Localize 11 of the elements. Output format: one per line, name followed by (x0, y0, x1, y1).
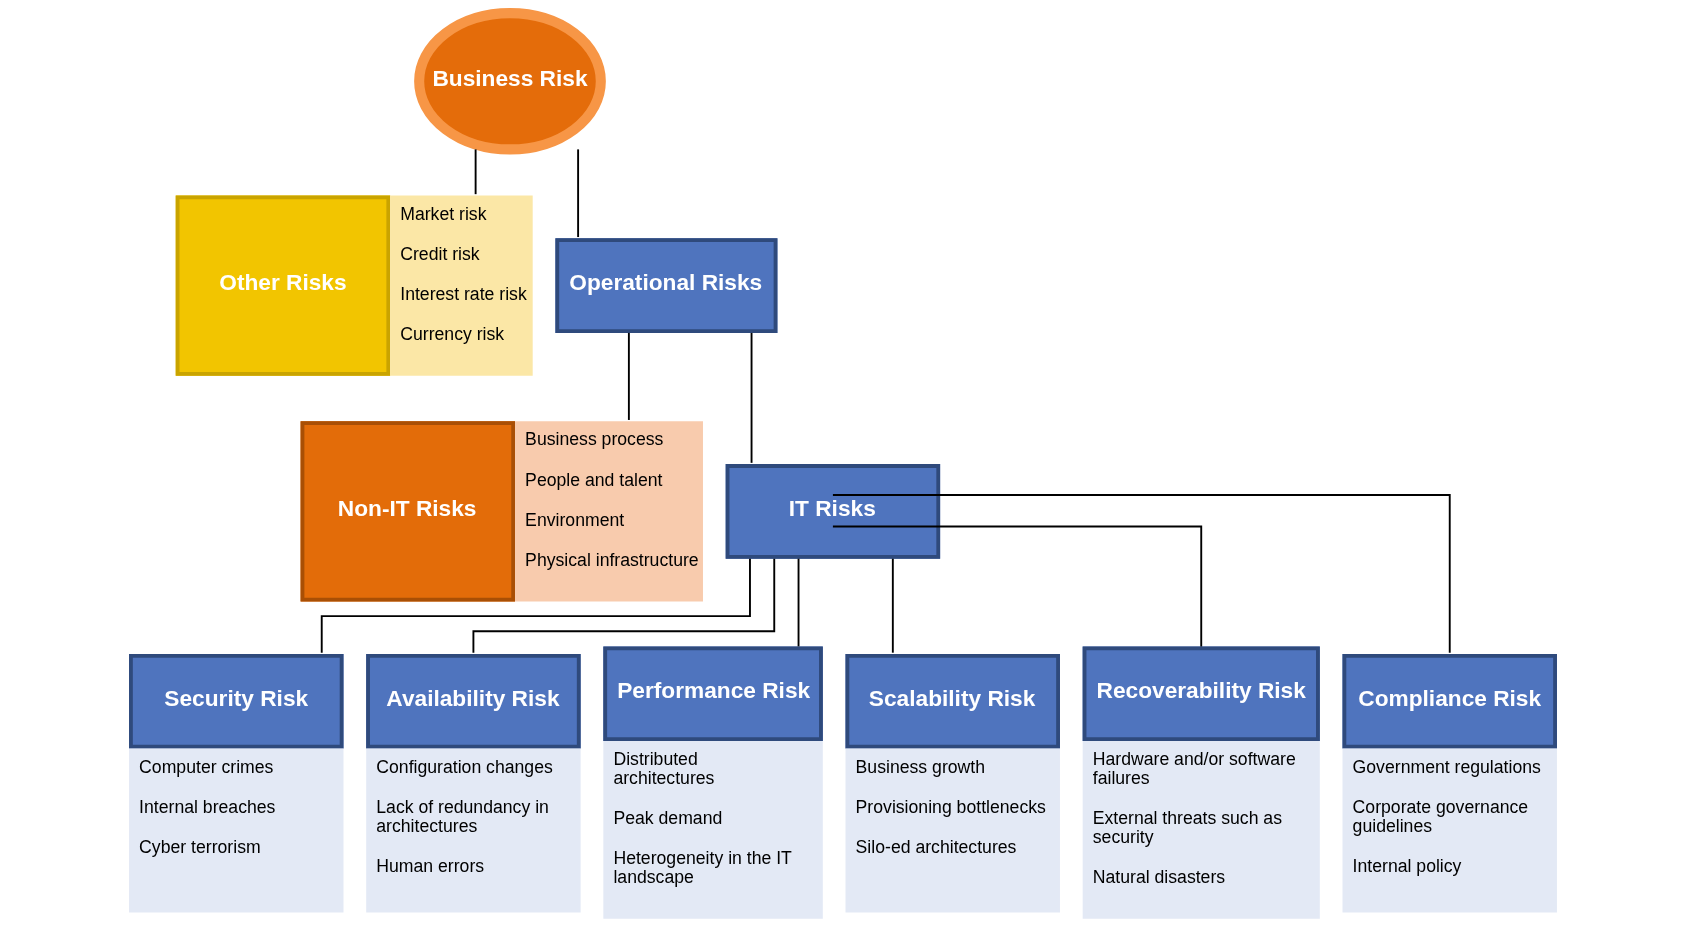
connector (750, 331, 752, 464)
connector (474, 148, 477, 196)
connector (320, 557, 751, 654)
connector (471, 557, 775, 654)
node-ellipse: Business Risk (413, 8, 606, 155)
connector (831, 525, 1202, 648)
connector (627, 331, 630, 421)
connector (576, 148, 579, 238)
connector (797, 557, 799, 648)
connector (831, 494, 1451, 654)
connector (891, 557, 894, 654)
